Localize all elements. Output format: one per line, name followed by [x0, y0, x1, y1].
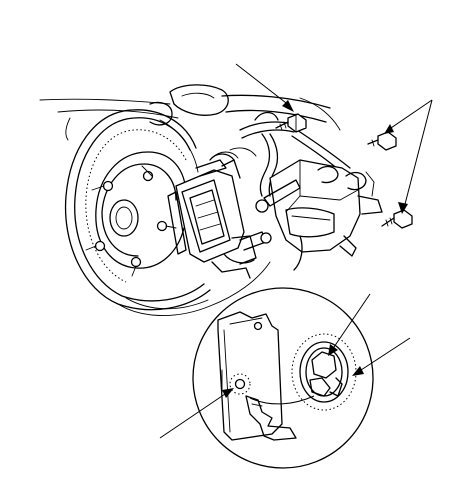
- backing-plate: [117, 261, 271, 316]
- brake-disc: [64, 109, 211, 311]
- right-upper-bolt: [367, 131, 397, 151]
- upper-mounting-bolt: [275, 113, 307, 133]
- callout-right-a: [328, 293, 371, 356]
- wheel-studs: [85, 165, 177, 277]
- callout-right-b: [352, 337, 411, 376]
- callout-upper-right: [384, 99, 433, 214]
- caliper-bracket: [255, 159, 383, 271]
- callout-upper-left: [235, 63, 294, 112]
- right-lower-bolt: [381, 209, 413, 229]
- caliper-on-disc: [167, 153, 272, 279]
- callout-lower-left: [159, 388, 234, 439]
- detail-view: [192, 287, 374, 469]
- suspension-background: [39, 84, 341, 141]
